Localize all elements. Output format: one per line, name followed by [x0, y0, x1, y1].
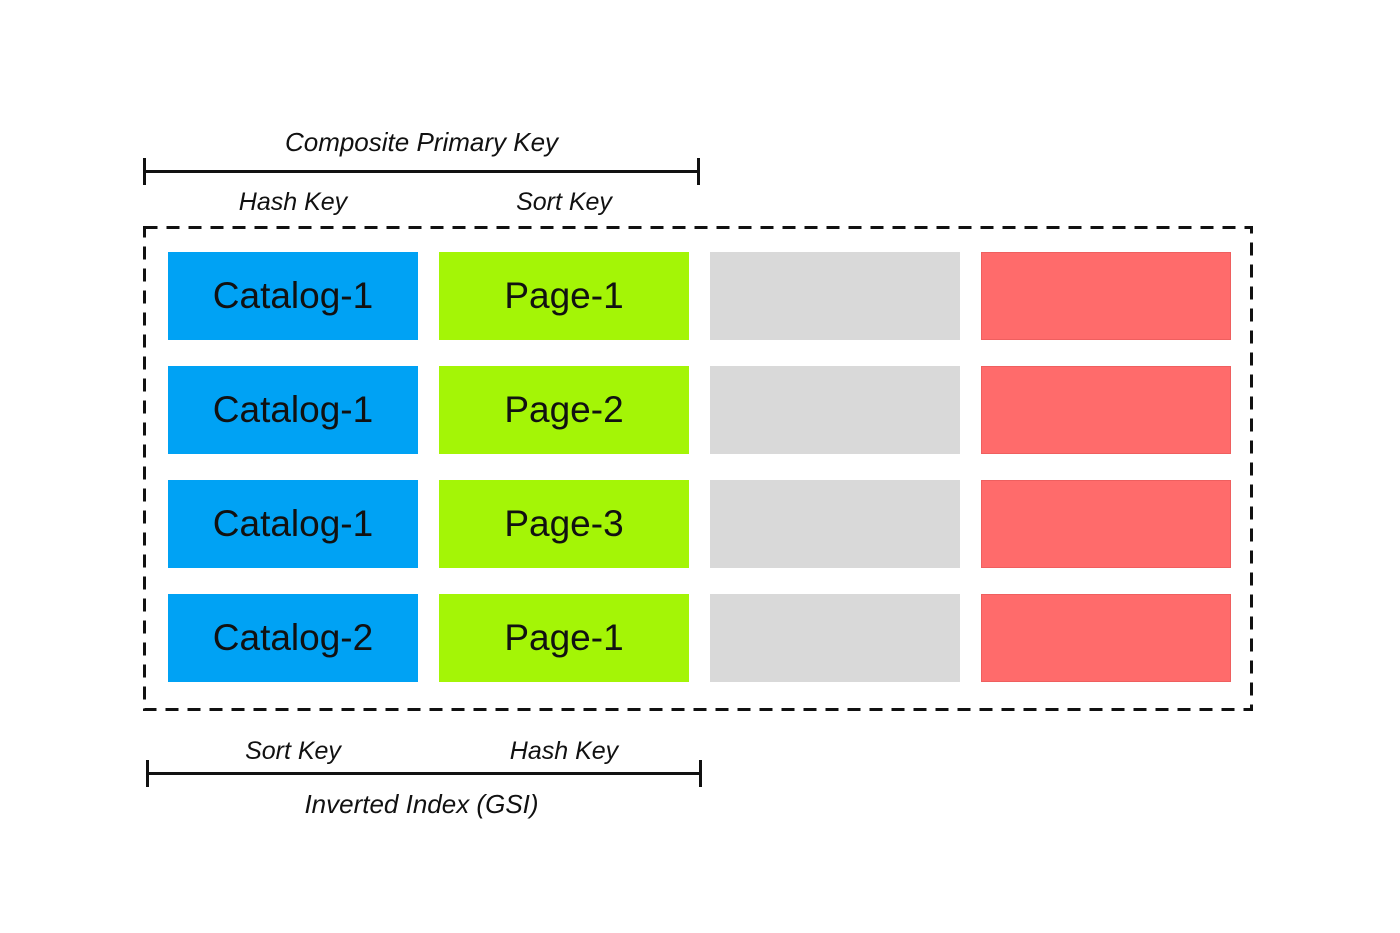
top-bracket-right-tick: [697, 158, 700, 185]
top-sort-key-label: Sort Key: [516, 188, 612, 216]
hash-key-cell: Catalog-2: [168, 594, 418, 682]
dashed-border: [143, 226, 1253, 711]
attribute-cell-gray: [710, 594, 960, 682]
hash-key-cell: Catalog-1: [168, 480, 418, 568]
attribute-cell-gray: [710, 252, 960, 340]
top-bracket-line: [143, 170, 700, 173]
top-bracket: [143, 158, 700, 185]
table-grid: Catalog-1 Page-1 Catalog-1 Page-2 Catalo…: [143, 226, 1253, 711]
top-hash-key-label: Hash Key: [238, 188, 348, 216]
attribute-cell-red: [981, 252, 1231, 340]
hash-key-cell: Catalog-1: [168, 366, 418, 454]
sort-key-cell: Page-1: [439, 252, 689, 340]
attribute-cell-red: [981, 366, 1231, 454]
sort-key-cell: Page-2: [439, 366, 689, 454]
bottom-bracket-right-tick: [699, 760, 702, 787]
sort-key-cell: Page-3: [439, 480, 689, 568]
attribute-cell-red: [981, 594, 1231, 682]
attribute-cell-gray: [710, 480, 960, 568]
attribute-cell-red: [981, 480, 1231, 568]
inverted-index-title: Inverted Index (GSI): [304, 789, 539, 819]
table-dashed-box: Catalog-1 Page-1 Catalog-1 Page-2 Catalo…: [143, 226, 1253, 711]
bottom-bracket-line: [146, 772, 702, 775]
bottom-bracket: [146, 760, 702, 787]
sort-key-cell: Page-1: [439, 594, 689, 682]
bottom-hash-key-label: Hash Key: [509, 737, 619, 765]
attribute-cell-gray: [710, 366, 960, 454]
bottom-sort-key-label: Sort Key: [245, 737, 341, 765]
hash-key-cell: Catalog-1: [168, 252, 418, 340]
composite-primary-key-title: Composite Primary Key: [284, 127, 559, 157]
